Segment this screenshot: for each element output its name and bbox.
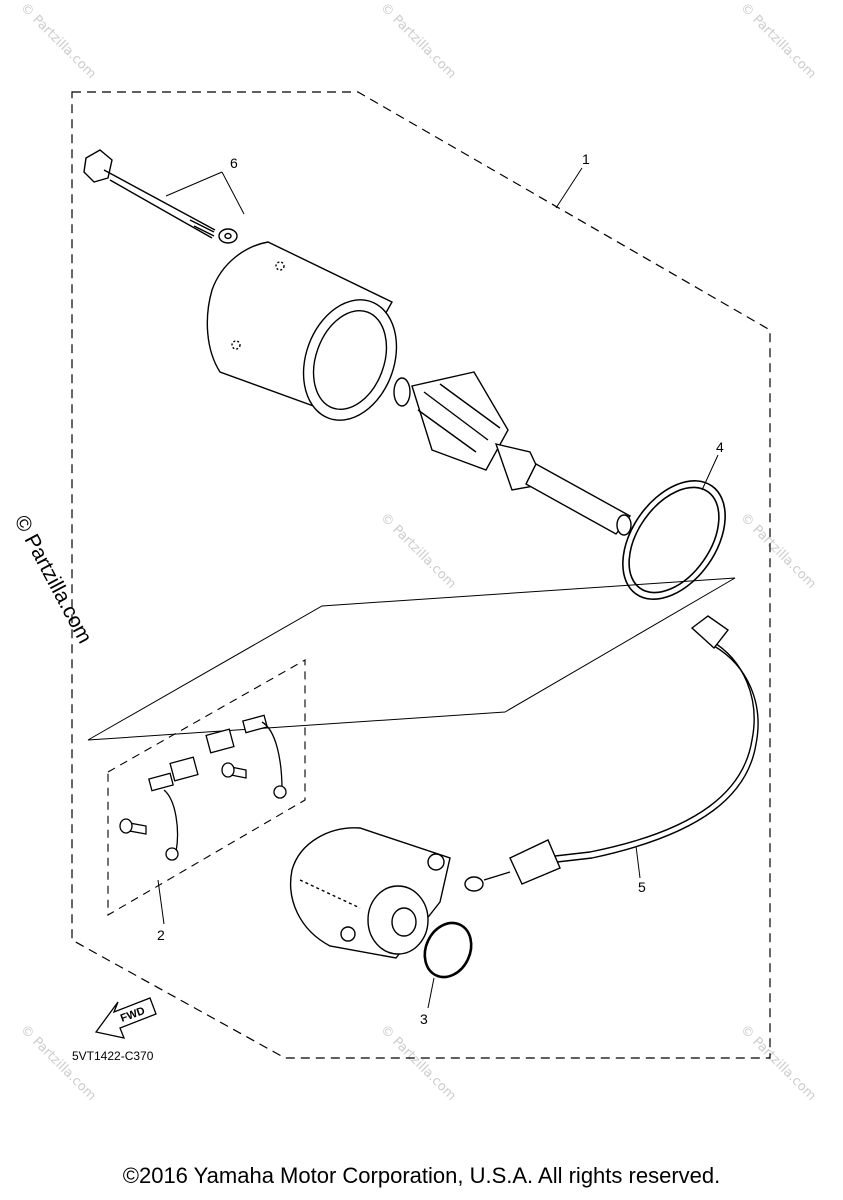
watermark-side: © Partzilla.com (10, 512, 97, 648)
watermark-tile: © Partzilla.com (17, 0, 99, 82)
brush-parts (119, 714, 287, 861)
watermark-tile: © Partzilla.com (377, 1022, 459, 1104)
armature (393, 371, 632, 536)
callout-6: 6 (230, 155, 238, 171)
o-ring-small (423, 921, 473, 979)
watermark-tile: © Partzilla.com (377, 510, 459, 592)
assembly-plane (87, 577, 736, 741)
watermark-tile: © Partzilla.com (737, 0, 819, 82)
callout-5: 5 (638, 879, 646, 895)
callout-2: 2 (157, 927, 165, 943)
diagram-code: 5VT1422-C370 (72, 1049, 154, 1063)
callout-1: 1 (582, 151, 590, 167)
copyright-notice: ©2016 Yamaha Motor Corporation, U.S.A. A… (122, 1163, 721, 1188)
through-bolt (83, 149, 238, 244)
leader-lines (157, 167, 719, 1009)
watermark-tile: © Partzilla.com (737, 510, 819, 592)
fwd-arrow: FWD (94, 997, 157, 1039)
brush-holder (290, 827, 451, 959)
o-ring-large (622, 480, 726, 600)
callout-4: 4 (716, 439, 724, 455)
callout-3: 3 (420, 1011, 428, 1027)
yoke-housing (206, 241, 398, 421)
brush-set-outline (107, 659, 306, 916)
assembly-outline (71, 91, 771, 1059)
watermark-tile: © Partzilla.com (737, 1022, 819, 1104)
lead-wire (464, 615, 759, 892)
watermark-tile: © Partzilla.com (377, 0, 459, 82)
